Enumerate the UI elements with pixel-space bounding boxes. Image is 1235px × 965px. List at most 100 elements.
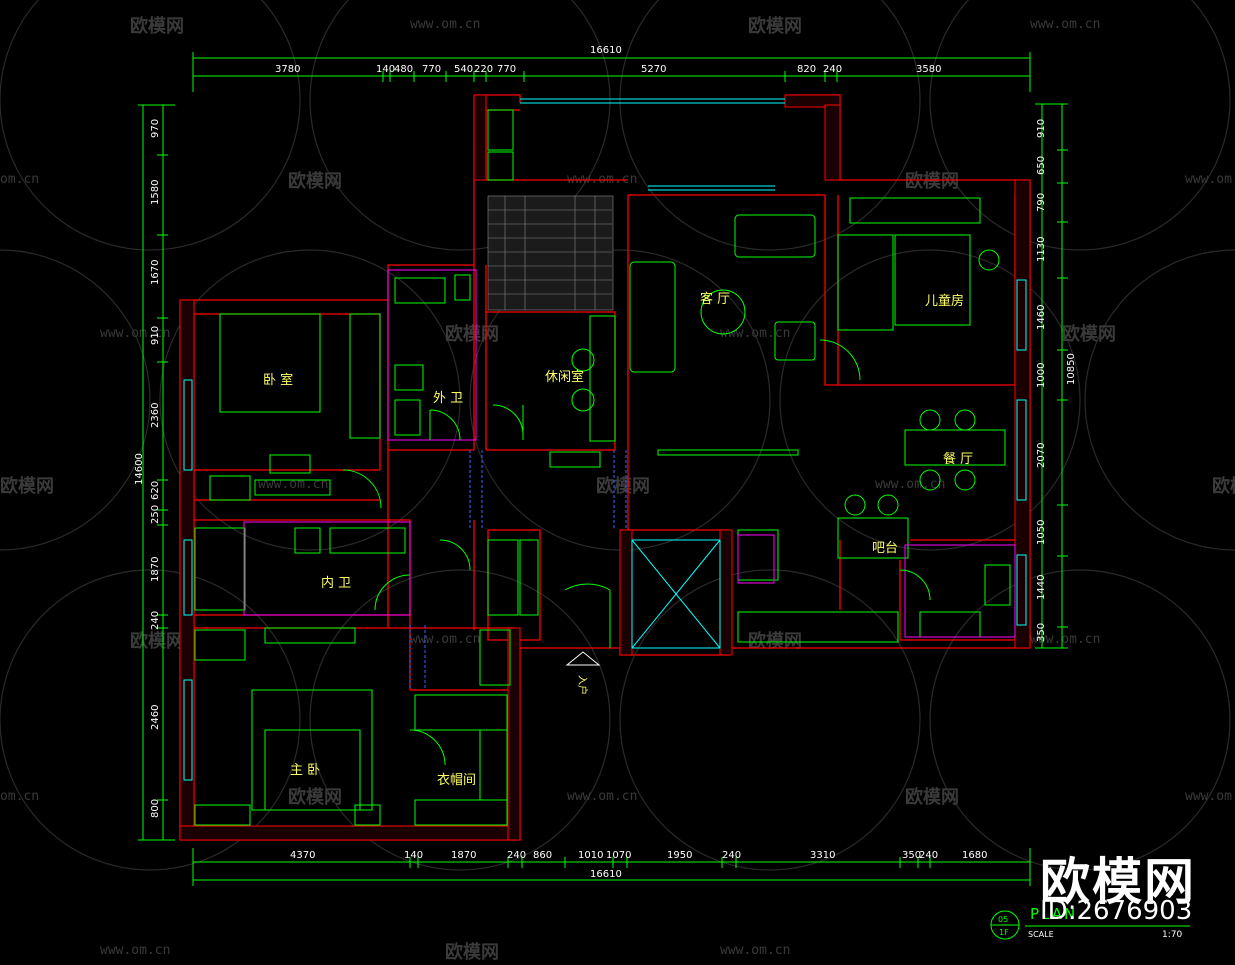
chair-icon xyxy=(954,409,976,431)
watermark-brand: 欧模网 xyxy=(288,170,342,192)
watermark-brand: 欧模网 xyxy=(0,475,54,497)
brand-id: ID:2676903 xyxy=(1040,896,1193,926)
dim-left: 620 xyxy=(150,481,161,500)
dim-top: 770 xyxy=(497,64,516,75)
watermark-url: www.om.cn xyxy=(1030,17,1100,32)
dim-bottom: 240 xyxy=(507,850,526,861)
entry-arrow xyxy=(565,651,601,666)
sheet-marker xyxy=(990,910,1190,940)
toilet-icon xyxy=(294,527,321,554)
dim-right: 350 xyxy=(1036,623,1047,642)
watermark-brand: 欧模网 xyxy=(596,475,650,497)
bar-counter-icon xyxy=(837,517,909,559)
windows xyxy=(183,98,1027,781)
dim-right: 650 xyxy=(1036,156,1047,175)
room-label-inner-bath: 内 卫 xyxy=(321,575,351,591)
dim-right: 1130 xyxy=(1036,237,1047,262)
coffee-table-icon xyxy=(700,289,746,335)
watermark-url: www.om.cn xyxy=(258,477,328,492)
room-label-bedroom: 卧 室 xyxy=(263,372,293,388)
desk-icon xyxy=(194,629,246,661)
dim-right: 1050 xyxy=(1036,520,1047,545)
watermark-url: www.om.cn xyxy=(100,943,170,958)
dim-left: 1580 xyxy=(150,180,161,205)
dim-top: 240 xyxy=(823,64,842,75)
room-label-master: 主 卧 xyxy=(290,763,320,778)
shower-icon xyxy=(194,527,246,611)
dim-bottom: 1680 xyxy=(962,850,987,861)
watermark-url: om.cn xyxy=(0,789,39,804)
dim-bottom: 240 xyxy=(722,850,741,861)
room-label-entry: 入户 xyxy=(576,675,589,695)
chair-icon xyxy=(919,409,941,431)
dimension-ticks xyxy=(157,71,1068,868)
closet-shelf-icon xyxy=(414,694,508,731)
dim-right: 2070 xyxy=(1036,443,1047,468)
cabinet-icon xyxy=(487,109,514,151)
room-label-closet: 衣帽间 xyxy=(437,772,476,788)
plan-title: PLAN xyxy=(1030,905,1078,923)
dining-table-icon xyxy=(904,429,1006,466)
dim-right: 910 xyxy=(1036,119,1047,138)
dim-top: 140 xyxy=(376,64,395,75)
dim-bottom: 1070 xyxy=(606,850,631,861)
dimension-lines xyxy=(138,52,1068,886)
watermark-url: www.om.cn xyxy=(410,17,480,32)
dim-left: 240 xyxy=(150,611,161,630)
floor-pattern xyxy=(487,195,614,311)
dim-bottom: 240 xyxy=(919,850,938,861)
sheet-number-top: 05 xyxy=(998,915,1008,924)
toilet-icon xyxy=(394,364,424,391)
wardrobe-icon xyxy=(837,234,894,331)
watermark-brand: 欧模网 xyxy=(288,786,342,808)
chair-icon xyxy=(571,348,595,372)
wardrobe-icon xyxy=(349,313,381,439)
dim-bottom: 860 xyxy=(533,850,552,861)
dim-left: 1870 xyxy=(150,557,161,582)
sink-icon xyxy=(394,399,421,436)
dim-left: 250 xyxy=(150,505,161,524)
dim-bottom: 1950 xyxy=(667,850,692,861)
watermark-brand: 欧模网 xyxy=(1062,323,1116,345)
dim-right: 1000 xyxy=(1036,363,1047,388)
chair-icon xyxy=(954,469,976,491)
magenta-outlines xyxy=(243,269,1016,638)
dim-right: 790 xyxy=(1036,193,1047,212)
dim-left: 970 xyxy=(150,119,161,138)
watermark-url: www.om.cn xyxy=(720,943,790,958)
dim-bottom: 1870 xyxy=(451,850,476,861)
chair-icon xyxy=(571,388,595,412)
dim-bottom: 350 xyxy=(902,850,921,861)
watermark-url: www.om.cn xyxy=(1030,632,1100,647)
dim-bottom: 3310 xyxy=(810,850,835,861)
watermark-circles xyxy=(0,0,1235,871)
bed-icon xyxy=(219,313,321,413)
dim-bottom: 4370 xyxy=(290,850,315,861)
watermark-brand: 欧模网 xyxy=(445,323,499,345)
dim-right: 1440 xyxy=(1036,575,1047,600)
vanity-icon xyxy=(329,527,406,554)
room-label-leisure: 休闲室 xyxy=(545,369,584,385)
dimension-texts: 16610 3780 140 480 770 540 220 770 5270 … xyxy=(275,45,987,880)
dim-top: 220 xyxy=(474,64,493,75)
dim-top: 5270 xyxy=(641,64,666,75)
sofa-icon xyxy=(629,261,676,373)
room-label-kids: 儿童房 xyxy=(925,293,964,309)
dimension-texts-left: 14600 970 1580 1670 910 2360 620 250 187… xyxy=(134,119,161,818)
dim-top-total: 16610 xyxy=(590,45,622,56)
dim-left: 2460 xyxy=(150,705,161,730)
watermark-brand: 欧模网 xyxy=(905,170,959,192)
dim-bottom: 1010 xyxy=(578,850,603,861)
blue-guides xyxy=(409,450,627,690)
dim-top: 3580 xyxy=(916,64,941,75)
dim-left-total: 14600 xyxy=(134,453,145,485)
scale-label: SCALE xyxy=(1028,930,1054,939)
dim-right: 1460 xyxy=(1036,305,1047,330)
dimension-texts-right: 10850 910 650 790 1130 1460 1000 2070 10… xyxy=(1036,119,1077,642)
watermark-url: www.om.cn xyxy=(720,326,790,341)
dim-bottom-total: 16610 xyxy=(590,869,622,880)
watermark-url: www.om.cn xyxy=(1185,172,1235,187)
sofa-icon xyxy=(734,214,816,258)
watermark-brand: 欧模网 xyxy=(1212,475,1235,497)
room-label-bar: 吧台 xyxy=(872,541,898,556)
